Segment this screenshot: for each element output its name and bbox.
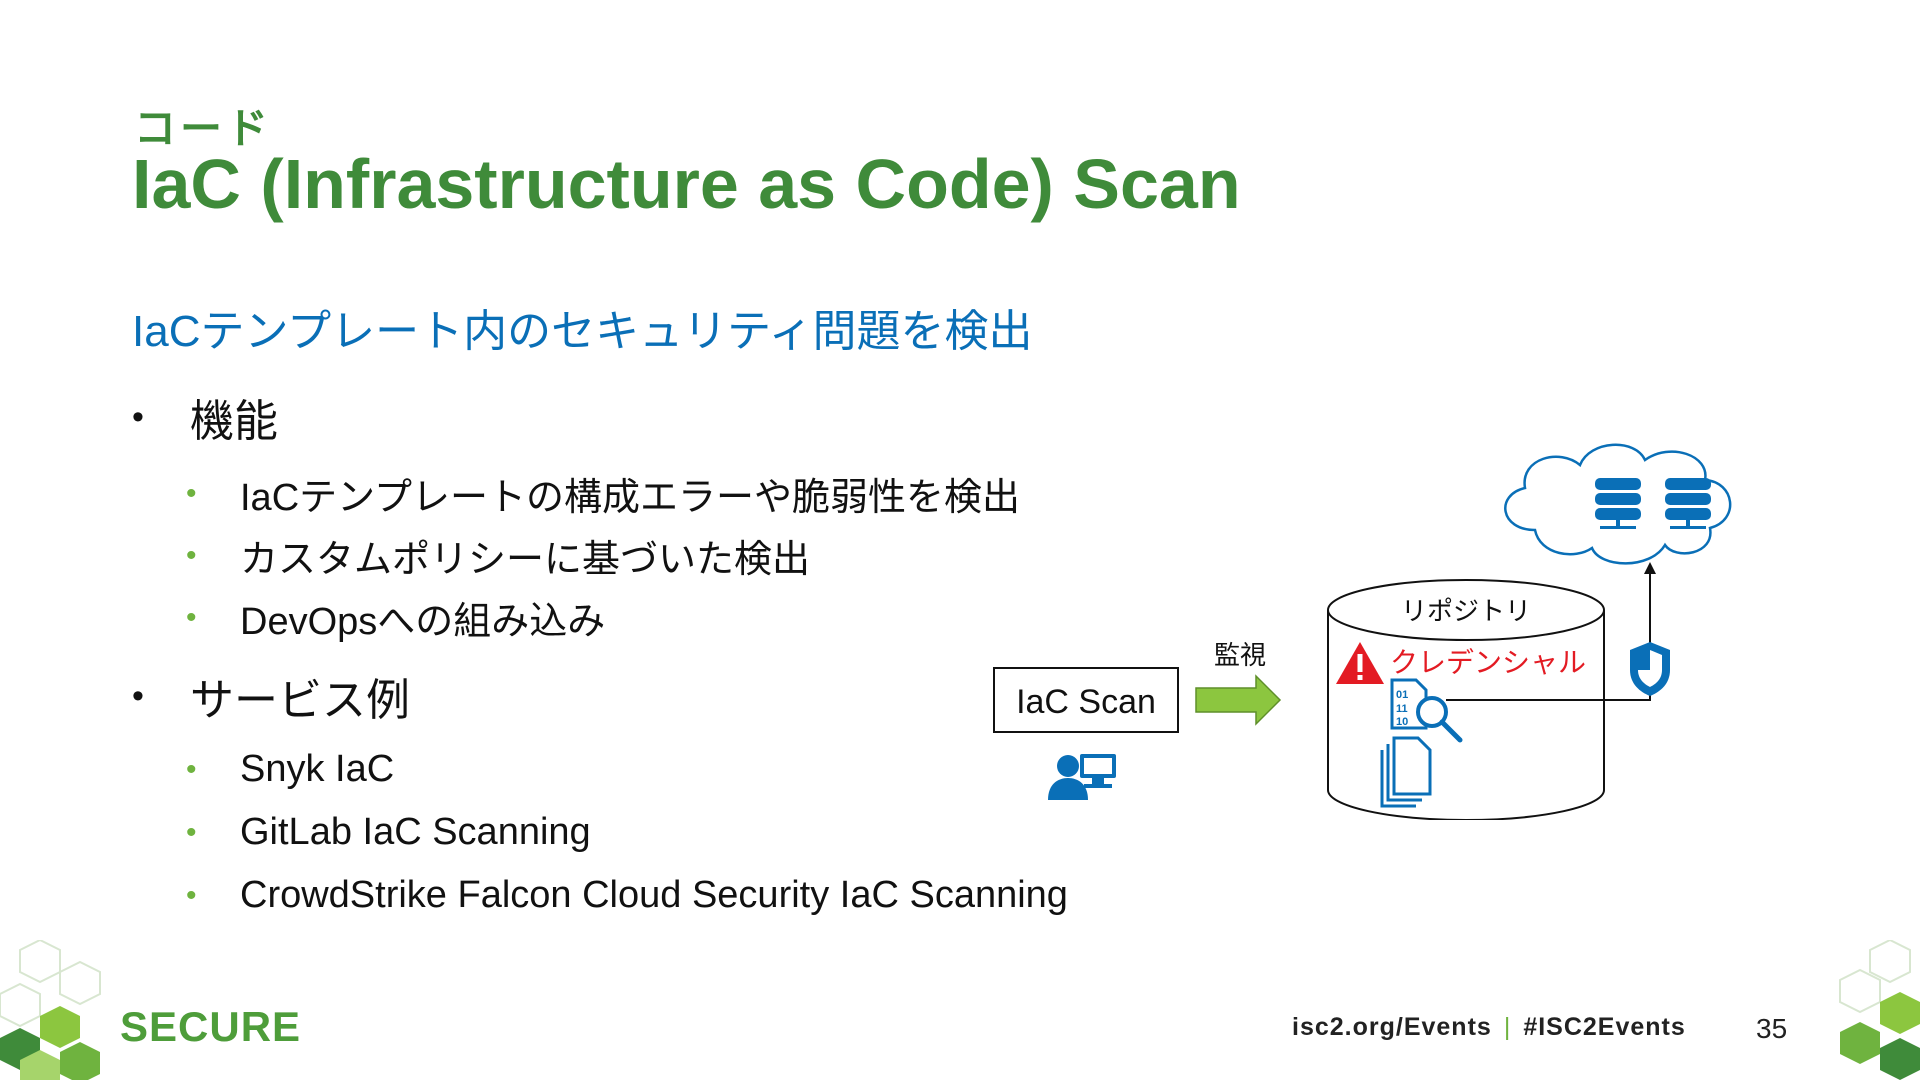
server-icon — [1595, 478, 1641, 529]
user-computer-icon — [1048, 754, 1116, 800]
bullet-item-text: GitLab IaC Scanning — [240, 811, 591, 853]
iac-scan-diagram: リポジトリ クレデンシャル 01 11 10 IaC Scan 監視 — [993, 443, 1732, 820]
bullet-dot: • — [186, 752, 197, 786]
hex-decoration-right — [1839, 940, 1920, 1080]
slide-subtitle: IaCテンプレート内のセキュリティ問題を検出 — [132, 307, 1033, 356]
bullet-item-text: DevOpsへの組み込み — [240, 601, 606, 643]
monitor-arrow — [1195, 674, 1282, 726]
svg-text:10: 10 — [1396, 716, 1408, 728]
bullet-dot: • — [186, 538, 197, 572]
documents-icon — [1380, 736, 1432, 808]
iac-scan-box — [993, 667, 1179, 733]
svg-text:11: 11 — [1396, 703, 1408, 715]
iac-scan-label: IaC Scan — [1016, 683, 1156, 721]
footer-separator: | — [1503, 1013, 1512, 1041]
bullet-item: • GitLab IaC Scanning — [186, 811, 591, 854]
alert-label: クレデンシャル — [1390, 647, 1586, 678]
bullet-item-text: カスタムポリシーに基づいた検出 — [240, 539, 811, 581]
slide-title: IaC (Infrastructure as Code) Scan — [132, 145, 1241, 223]
connector-line — [1446, 568, 1651, 701]
bullet-heading-services: • サービス例 — [132, 664, 410, 728]
warning-icon — [1336, 642, 1384, 684]
monitor-label: 監視 — [1214, 640, 1266, 670]
bullet-item-text: CrowdStrike Falcon Cloud Security IaC Sc… — [240, 874, 1068, 916]
bullet-dot: • — [132, 676, 144, 715]
bullet-item: • DevOpsへの組み込み — [186, 590, 605, 645]
hashtag: #ISC2Events — [1523, 1013, 1686, 1041]
bullet-item: • カスタムポリシーに基づいた検出 — [186, 528, 810, 583]
bullet-dot: • — [186, 476, 197, 510]
events-link[interactable]: isc2.org/Events — [1292, 1013, 1492, 1041]
bullet-item-text: IaCテンプレートの構成エラーや脆弱性を検出 — [240, 477, 1020, 519]
bullet-dot: • — [186, 600, 197, 634]
bullet-item: • Snyk IaC — [186, 748, 394, 791]
secure-logo: SECURE — [120, 1003, 302, 1050]
binary-file-search-icon: 01 11 10 — [1390, 678, 1463, 743]
connector-arrowhead — [1644, 562, 1656, 574]
bullet-dot: • — [186, 815, 197, 849]
hex-decoration-left — [0, 940, 101, 1080]
bullet-heading-features: • 機能 — [132, 385, 278, 449]
bullet-heading-text: サービス例 — [190, 676, 410, 725]
bullet-dot: • — [132, 397, 144, 436]
server-icon — [1665, 478, 1711, 529]
bullet-heading-text: 機能 — [190, 397, 278, 446]
bullet-item: • CrowdStrike Falcon Cloud Security IaC … — [186, 874, 1068, 917]
bullet-item-text: Snyk IaC — [240, 748, 395, 790]
svg-text:01: 01 — [1396, 689, 1408, 701]
bullet-dot: • — [186, 878, 197, 912]
page-number: 35 — [1756, 1013, 1788, 1044]
shield-icon — [1630, 642, 1670, 696]
repository-label: リポジトリ — [1401, 596, 1531, 626]
slide-supertitle: コード — [134, 105, 273, 152]
footer-links: isc2.org/Events | #ISC2Events — [1292, 1013, 1686, 1042]
bullet-item: • IaCテンプレートの構成エラーや脆弱性を検出 — [186, 466, 1020, 521]
